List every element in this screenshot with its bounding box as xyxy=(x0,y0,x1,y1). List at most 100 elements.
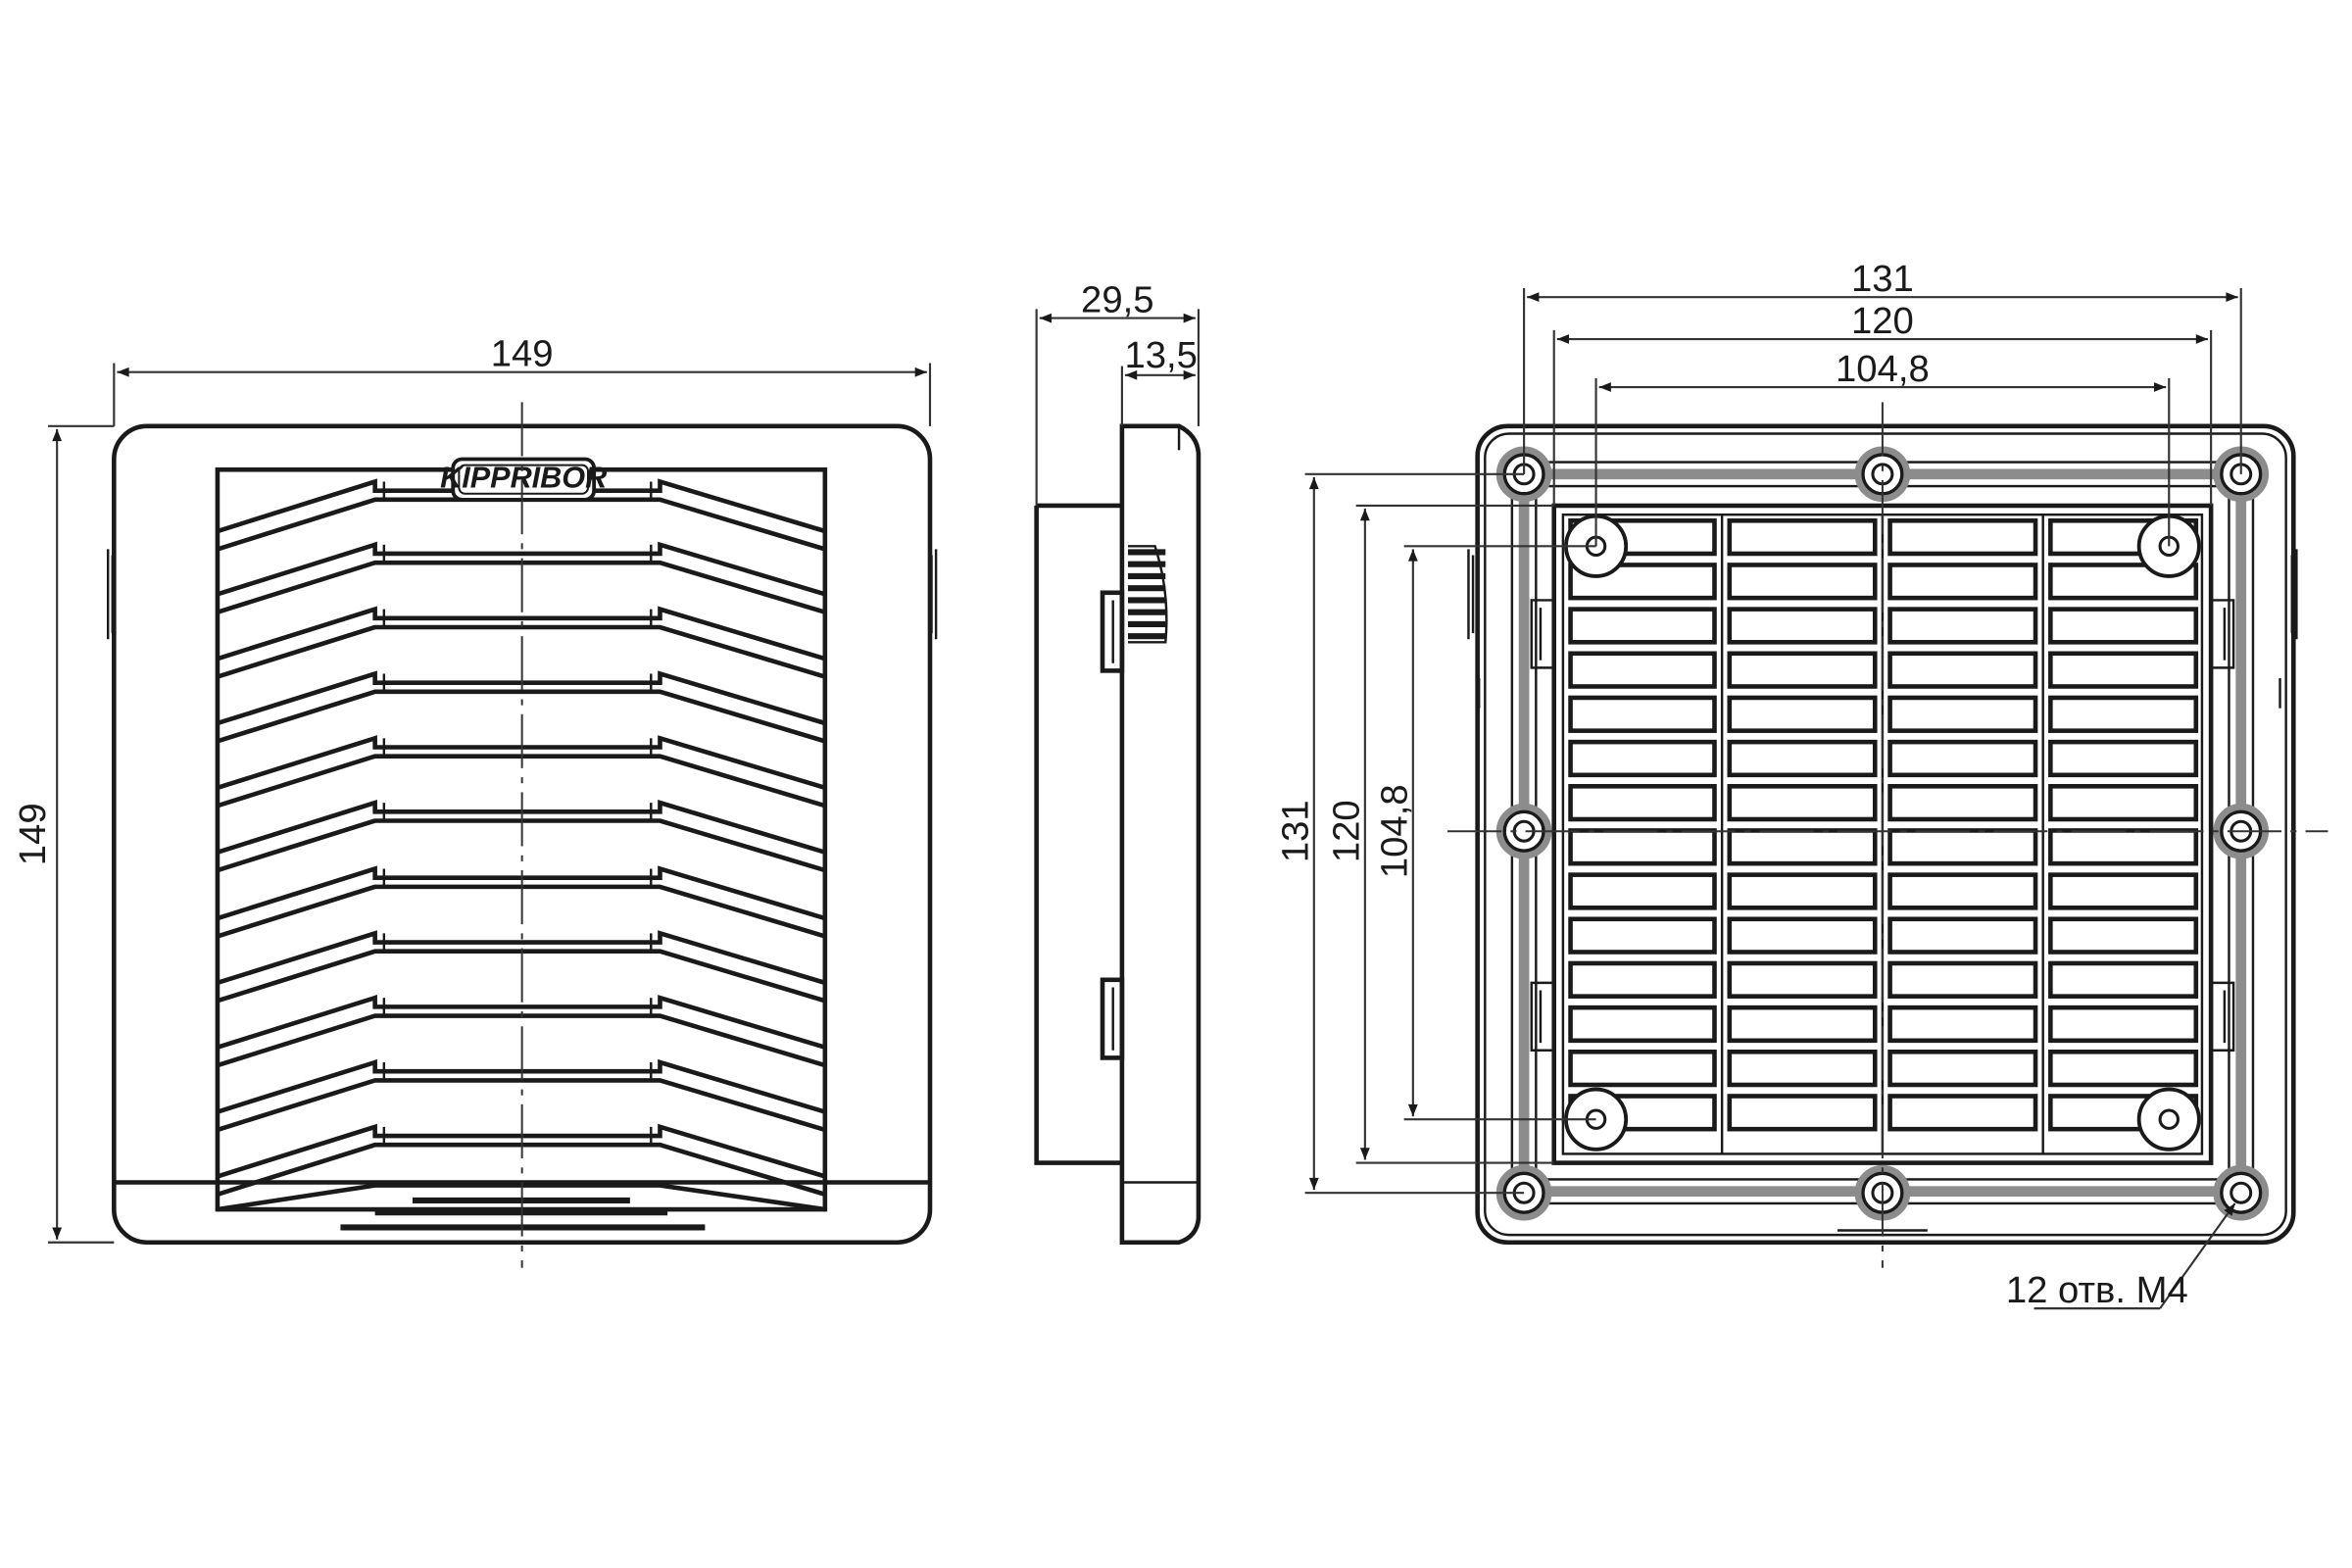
grid-slot xyxy=(2048,739,2199,778)
side-vent-fins xyxy=(1128,545,1168,644)
louver-5 xyxy=(217,735,826,808)
rear-housing xyxy=(1475,423,2296,1246)
side-depth-dimension: 29,5 xyxy=(1035,278,1200,506)
grid-slot xyxy=(1727,784,1878,822)
grid-slot xyxy=(1568,828,1717,866)
louver-6 xyxy=(217,800,826,873)
side-view: 29,5 13,5 xyxy=(1034,278,1201,1246)
rear-width-120-dimension: 120 xyxy=(1552,300,2213,506)
grid-slot xyxy=(1727,1094,1878,1132)
side-clip-upper xyxy=(1100,590,1125,673)
grid-slot xyxy=(1568,960,1717,999)
grid-slot xyxy=(1568,607,1717,645)
grid-slot xyxy=(1568,872,1717,910)
right-side-ribs xyxy=(930,549,938,640)
side-flange xyxy=(1119,423,1201,1246)
rear-width-131-dimension: 131 xyxy=(1523,258,2242,474)
grid-slot xyxy=(1727,916,1878,955)
holes-note-label: 12 отв. М4 xyxy=(2006,1269,2188,1311)
grid-slot xyxy=(1887,828,2038,866)
grid-slot xyxy=(1727,563,1878,601)
louver-9 xyxy=(217,995,826,1068)
grid-slot xyxy=(2048,784,2199,822)
grid-slot xyxy=(1887,651,2038,689)
grid-slot xyxy=(2048,695,2199,733)
rear-width-120-label: 120 xyxy=(1851,300,1914,342)
rear-width-131-label: 131 xyxy=(1851,258,1914,300)
louver-8 xyxy=(217,930,826,1004)
grid-slot xyxy=(1727,872,1878,910)
holes-leader: 12 отв. М4 xyxy=(2006,1202,2236,1311)
side-inner-depth-dimension: 13,5 xyxy=(1120,334,1198,426)
grid-slot xyxy=(1887,563,2038,601)
front-width-label: 149 xyxy=(491,333,554,375)
grid-slot xyxy=(1568,739,1717,778)
grid-slot xyxy=(1887,960,2038,999)
louver-4 xyxy=(217,670,826,744)
grid-slot xyxy=(1887,916,2038,955)
rear-height-104-dimension: 104,8 xyxy=(1374,545,1596,1121)
grid-slot xyxy=(2048,1004,2199,1044)
grid-slot xyxy=(2048,960,2199,999)
louver-11 xyxy=(217,1123,826,1197)
rear-height-131-dimension: 131 xyxy=(1275,472,1525,1195)
mounting-hole-inner-4 xyxy=(2136,1087,2201,1152)
louver-10 xyxy=(217,1058,826,1133)
grid-slot xyxy=(1727,739,1878,778)
side-depth-label: 29,5 xyxy=(1081,278,1153,320)
grid-slot xyxy=(1568,563,1717,601)
rear-view: 131 120 104,8 131 120 xyxy=(1275,258,2328,1311)
side-clip-lower xyxy=(1100,977,1125,1060)
front-height-label: 149 xyxy=(12,803,54,865)
grid-slot xyxy=(1887,1094,2038,1132)
mounting-hole-outer-8 xyxy=(2213,1164,2270,1221)
mounting-hole-outer-6 xyxy=(1495,1164,1552,1221)
grid-slot xyxy=(2048,563,2199,601)
grid-slot xyxy=(1568,1050,1717,1088)
rear-height-120-dimension: 120 xyxy=(1326,504,1554,1164)
grid-slot xyxy=(1568,1004,1717,1044)
brand-logo-text: KIPPRIBOR xyxy=(440,462,607,495)
rear-width-104-dimension: 104,8 xyxy=(1594,348,2171,547)
grid-slot xyxy=(1887,607,2038,645)
louver-2 xyxy=(217,541,826,614)
louver-3 xyxy=(217,606,826,679)
grid-slot xyxy=(2048,607,2199,645)
grid-slot xyxy=(1568,651,1717,689)
grid-slot xyxy=(1568,695,1717,733)
grid-slot xyxy=(1727,517,1878,557)
side-body xyxy=(1034,505,1122,1165)
grid-slot xyxy=(1568,916,1717,955)
front-view: KIPPRIBOR 149 149 xyxy=(12,333,938,1268)
grid-slot xyxy=(1727,828,1878,866)
front-width-dimension: 149 xyxy=(113,333,932,426)
grid-slot xyxy=(1727,607,1878,645)
grid-slot xyxy=(1727,651,1878,689)
grid-slot xyxy=(2048,651,2199,689)
brand-logo-badge: KIPPRIBOR xyxy=(440,457,607,502)
grid-slot xyxy=(2048,872,2199,910)
grid-slot xyxy=(1887,695,2038,733)
rear-height-131-label: 131 xyxy=(1275,800,1317,862)
grid-slot xyxy=(1568,784,1717,822)
rear-left-clips xyxy=(1530,599,1554,1052)
grid-slot xyxy=(1887,1050,2038,1088)
grid-slot xyxy=(1887,872,2038,910)
rear-width-104-label: 104,8 xyxy=(1836,348,1930,390)
grid-slot xyxy=(1727,1004,1878,1044)
grid-slot xyxy=(1887,517,2038,557)
rear-height-104-label: 104,8 xyxy=(1374,784,1416,878)
left-side-ribs xyxy=(106,549,115,640)
grid-slot xyxy=(2048,828,2199,866)
grid-slot xyxy=(1887,1004,2038,1044)
grid-slot xyxy=(1887,739,2038,778)
grid-slot xyxy=(1727,960,1878,999)
grid-slot xyxy=(1727,1050,1878,1088)
louver-7 xyxy=(217,865,826,939)
grid-slot xyxy=(1727,695,1878,733)
front-height-dimension: 149 xyxy=(12,424,115,1244)
rear-right-clips xyxy=(2211,599,2235,1052)
grid-slot xyxy=(2048,1050,2199,1088)
rear-height-120-label: 120 xyxy=(1326,800,1368,862)
